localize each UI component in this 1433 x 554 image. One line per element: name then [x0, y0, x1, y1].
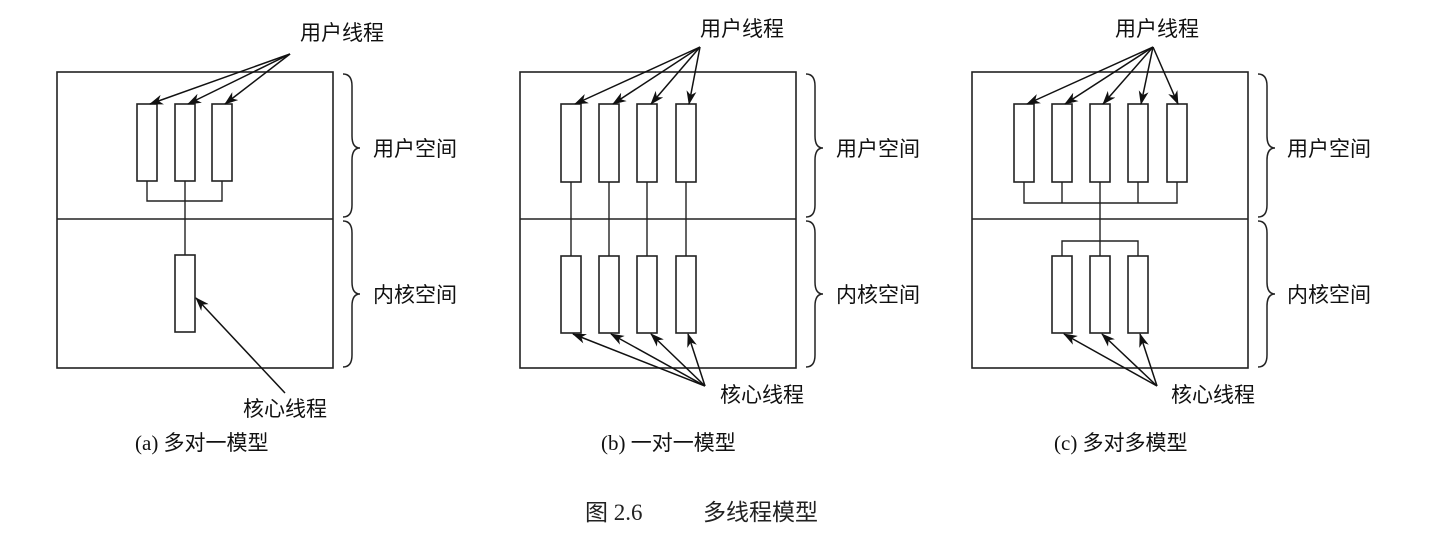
arrow: [1063, 333, 1158, 387]
arrow: [612, 46, 701, 105]
kernel-thread-arrows: [1063, 333, 1158, 387]
kernel-thread-arrow: [195, 297, 286, 394]
user-space-label: 用户空间: [373, 137, 457, 161]
user-space-brace: [805, 73, 824, 218]
arrow: [610, 333, 706, 387]
address-space-frame: [56, 71, 334, 369]
user-thread: [1051, 103, 1073, 183]
kernel-thread-arrows: [572, 333, 706, 387]
thread-mapping-connector: [146, 181, 223, 255]
arrow: [1152, 46, 1179, 105]
user-thread: [1089, 103, 1111, 183]
user-thread: [675, 103, 697, 183]
arrow: [1101, 333, 1158, 387]
panel-b-one-to-one: 用户线程 用户空间 内核空间 核心线程 (b) 一对一模型: [519, 17, 920, 455]
user-thread: [136, 103, 158, 182]
user-threads-group: [560, 103, 697, 183]
user-threads-label: 用户线程: [1115, 17, 1199, 41]
kernel-thread: [1051, 255, 1073, 334]
kernel-thread: [1089, 255, 1111, 334]
kernel-threads-group: [560, 255, 697, 334]
user-thread: [560, 103, 582, 183]
kernel-threads-label: 核心线程: [1171, 383, 1255, 407]
panel-b-subcaption: (b) 一对一模型: [601, 431, 736, 455]
arrow: [686, 46, 701, 105]
arrow: [1138, 46, 1154, 105]
user-thread-arrows: [149, 53, 291, 105]
user-thread: [636, 103, 658, 183]
arrow: [650, 46, 701, 105]
user-space-label: 用户空间: [836, 137, 920, 161]
kernel-threads-group: [1051, 255, 1149, 334]
panel-a-many-to-one: 用户线程 用户空间 内核空间 核心线程 (a) 多对一模型: [56, 21, 457, 455]
user-threads-label: 用户线程: [300, 21, 384, 45]
user-space-brace: [1257, 73, 1276, 218]
kernel-thread: [675, 255, 697, 334]
kernel-space-label: 内核空间: [836, 283, 920, 307]
kernel-threads-label: 核心线程: [243, 397, 327, 421]
arrow: [1064, 46, 1154, 105]
arrow: [574, 46, 701, 105]
user-threads-label: 用户线程: [700, 17, 784, 41]
kernel-space-label: 内核空间: [1287, 283, 1371, 307]
arrow: [687, 333, 706, 387]
panel-a-subcaption: (a) 多对一模型: [135, 431, 269, 455]
user-threads-group: [136, 103, 233, 182]
arrow: [149, 53, 291, 105]
user-thread: [174, 103, 196, 182]
user-thread: [211, 103, 233, 182]
panel-c-subcaption: (c) 多对多模型: [1054, 431, 1188, 455]
user-thread: [1127, 103, 1149, 183]
kernel-space-brace: [1257, 220, 1276, 368]
arrow: [187, 53, 291, 105]
thread-mapping-connector: [1023, 182, 1178, 256]
address-space-frame: [971, 71, 1249, 369]
kernel-thread: [598, 255, 620, 334]
caption-number: 图 2.6: [585, 500, 643, 525]
kernel-thread: [1127, 255, 1149, 334]
user-thread-arrows: [1026, 46, 1179, 105]
arrow: [224, 53, 291, 105]
thread-mapping-connector: [570, 182, 687, 256]
arrow: [1026, 46, 1154, 105]
user-thread: [598, 103, 620, 183]
arrow: [1102, 46, 1154, 105]
kernel-thread: [560, 255, 582, 334]
user-space-label: 用户空间: [1287, 137, 1371, 161]
panel-c-many-to-many: 用户线程 用户空间 内核空间 核心线程 (c) 多对多模型: [971, 17, 1371, 455]
kernel-space-brace: [805, 220, 824, 368]
user-threads-group: [1013, 103, 1188, 183]
user-space-brace: [342, 73, 361, 218]
kernel-space-brace: [342, 220, 361, 368]
kernel-thread: [174, 254, 196, 333]
caption-title: 多线程模型: [703, 500, 818, 525]
kernel-threads-label: 核心线程: [720, 383, 804, 407]
arrow: [1139, 333, 1158, 387]
figure-caption: 图 2.6 多线程模型: [585, 500, 818, 525]
user-thread: [1166, 103, 1188, 183]
kernel-thread: [636, 255, 658, 334]
arrow: [572, 333, 706, 387]
user-thread-arrows: [574, 46, 701, 105]
user-thread: [1013, 103, 1035, 183]
kernel-space-label: 内核空间: [373, 283, 457, 307]
arrow: [650, 333, 706, 387]
